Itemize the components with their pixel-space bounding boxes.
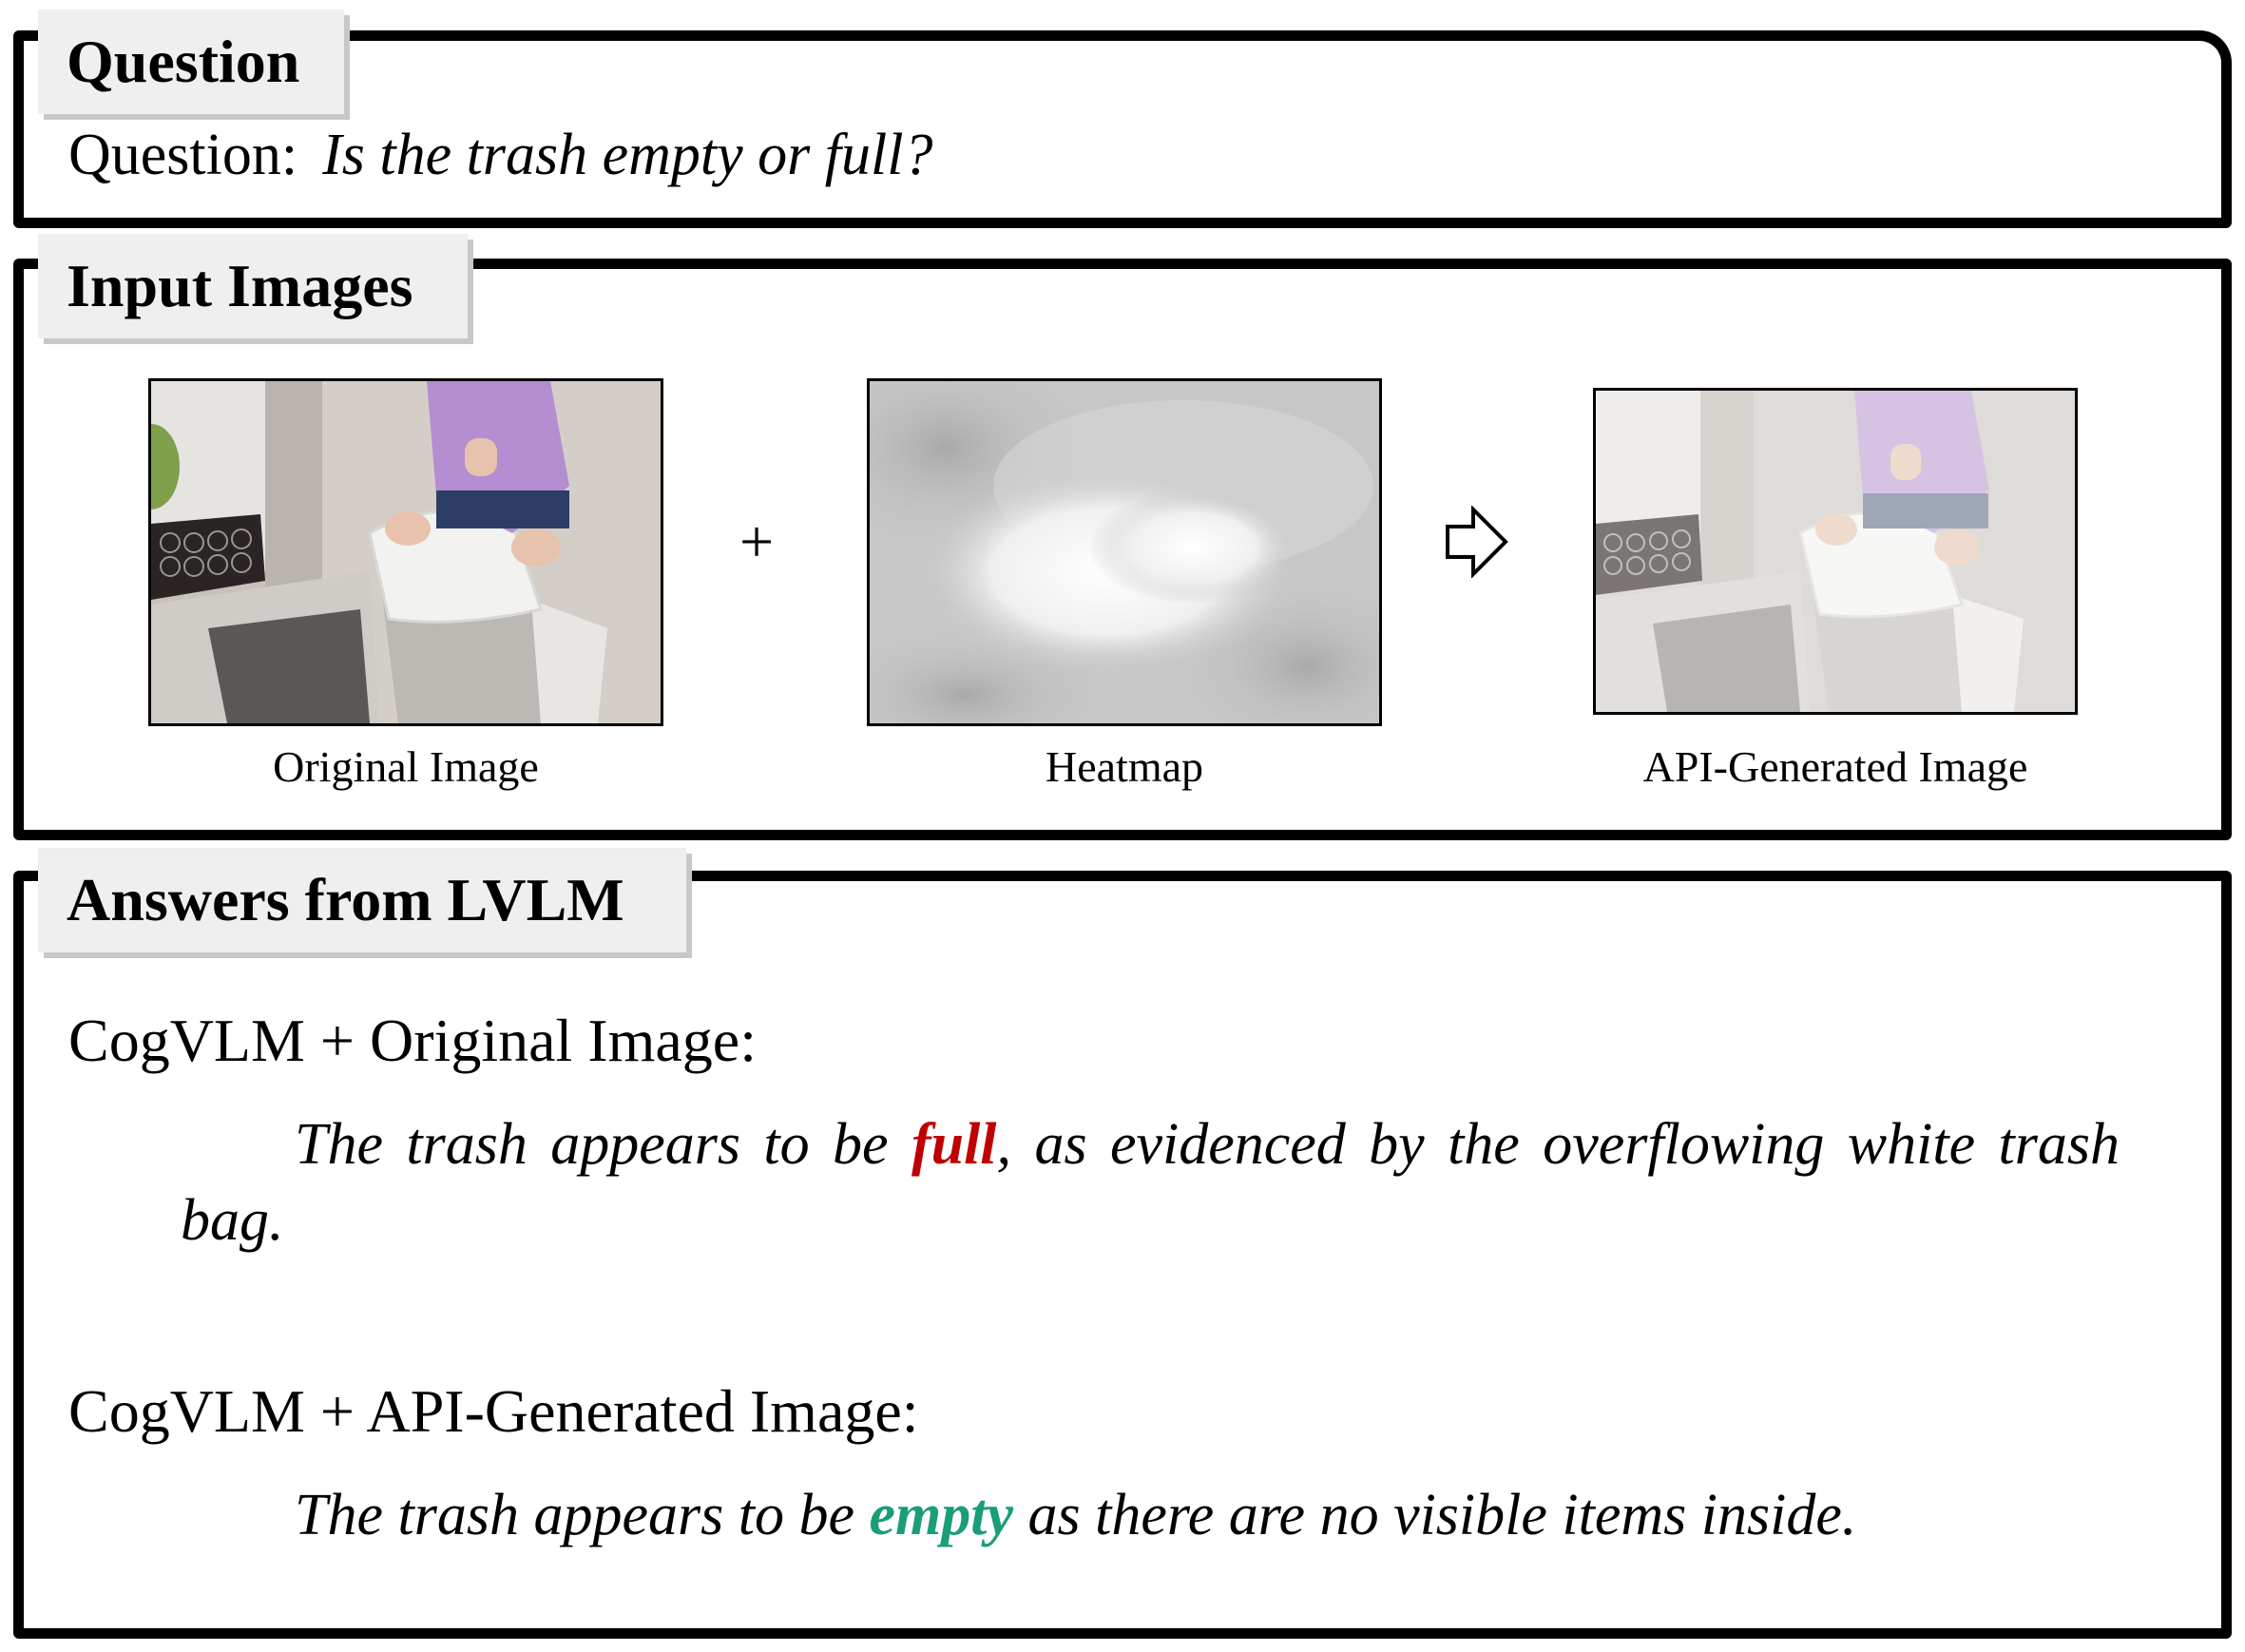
answer-original-before: The trash appears to be — [295, 1112, 911, 1177]
question-panel — [13, 30, 2232, 228]
api-generated-image — [1593, 388, 2078, 715]
heatmap-image — [867, 378, 1382, 726]
original-image-illustration — [151, 381, 661, 723]
answers-panel — [13, 871, 2232, 1639]
original-image — [148, 378, 663, 726]
hollow-right-arrow-icon — [1446, 506, 1508, 578]
heatmap-illustration — [870, 381, 1379, 723]
api-generated-image-illustration — [1596, 391, 2075, 712]
answers-tab: Answers from LVLM — [38, 848, 686, 952]
answer-api-before: The trash appears to be — [295, 1483, 870, 1547]
api-generated-image-caption: API-Generated Image — [1642, 742, 2028, 791]
answer-api-keyword: empty — [869, 1483, 1014, 1547]
heatmap-caption: Heatmap — [1045, 742, 1204, 791]
model-label-api: CogVLM + API-Generated Image: — [68, 1377, 919, 1445]
question-line: Question: Is the trash empty or full? — [68, 122, 932, 189]
answer-api-after: as there are no visible items inside. — [1013, 1483, 1857, 1547]
question-tab: Question — [38, 10, 344, 114]
answer-original-after: , as evidenced by the overflowing white … — [181, 1112, 2120, 1253]
question-prefix: Question: — [68, 123, 298, 187]
question-text: Is the trash empty or full? — [322, 123, 933, 187]
input-images-tab: Input Images — [38, 234, 468, 338]
answer-original: The trash appears to be full, as evidenc… — [181, 1106, 2120, 1258]
answer-original-keyword: full — [911, 1112, 997, 1177]
plus-symbol: + — [739, 508, 775, 575]
answer-api: The trash appears to be empty as there a… — [295, 1477, 1856, 1553]
original-image-caption: Original Image — [273, 742, 539, 791]
model-label-original: CogVLM + Original Image: — [68, 1007, 757, 1074]
